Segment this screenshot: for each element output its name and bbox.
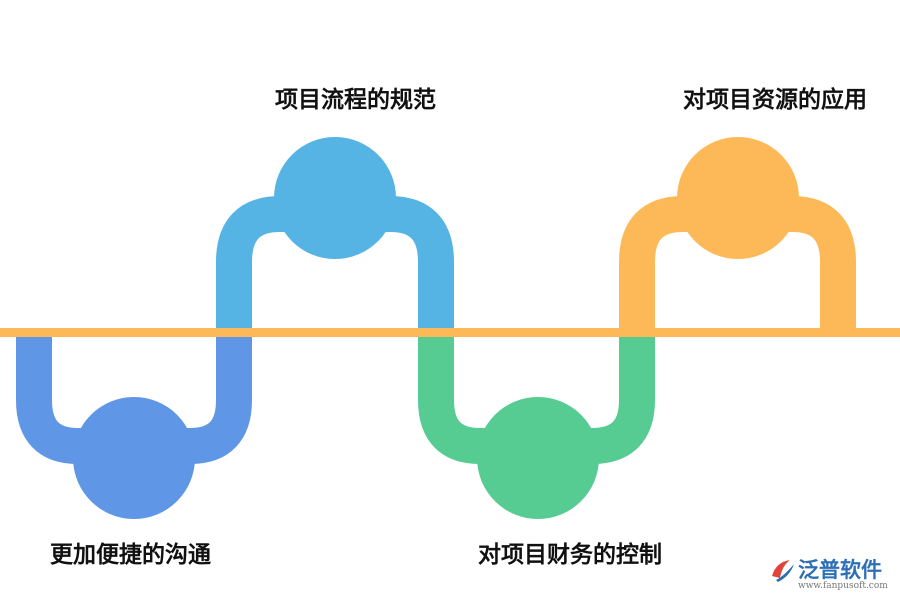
step-4-label: 对项目资源的应用	[683, 87, 867, 113]
logo-name: 泛普软件	[798, 558, 882, 582]
step-1-label: 更加便捷的沟通	[50, 542, 211, 568]
step-2-loop	[216, 137, 454, 333]
step-1-loop	[16, 333, 252, 519]
step-4-circle	[677, 137, 799, 259]
step-1-circle	[73, 397, 195, 519]
watermark-logo: 泛普软件 www.fanpusoft.com	[768, 554, 893, 596]
logo-url: www.fanpusoft.com	[798, 581, 888, 591]
step-2-circle	[274, 137, 396, 259]
step-3-loop	[418, 333, 655, 519]
baseline	[0, 328, 900, 337]
logo-icon	[772, 560, 794, 582]
step-4-loop	[619, 137, 856, 333]
step-3-circle	[477, 397, 599, 519]
step-3-label: 对项目财务的控制	[478, 542, 662, 568]
step-2-label: 项目流程的规范	[275, 87, 436, 113]
